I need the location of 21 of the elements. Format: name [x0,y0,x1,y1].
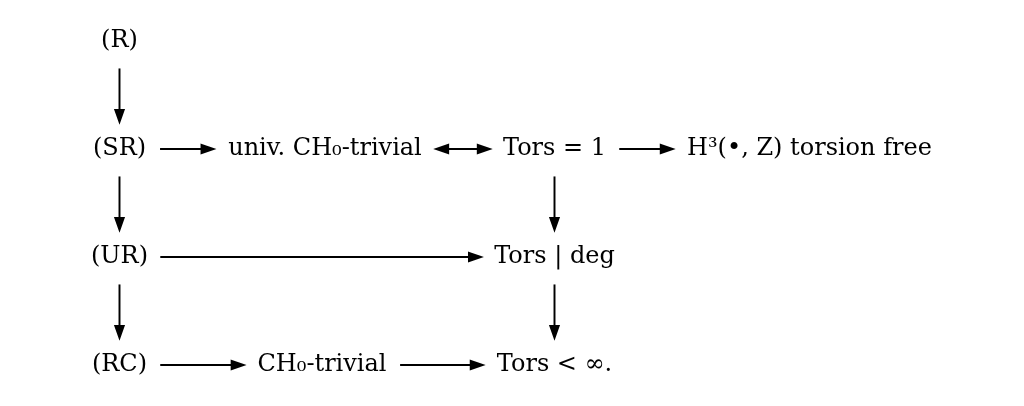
node-text: univ. CH₀-trivial [227,132,422,161]
arrow [398,359,486,371]
node-text: (R) [100,24,138,53]
arrow [113,67,125,125]
arrow [548,283,560,341]
node-text: (RC) [91,348,147,377]
node-text: (UR) [90,240,148,269]
arrow [548,175,560,233]
node-text: Tors < ∞. [496,348,612,377]
node-text: H³(•, Z) torsion free [686,132,932,161]
arrow [432,143,493,155]
arrow [158,251,484,263]
arrow [113,175,125,233]
node-text: CH₀-trivial [256,348,387,377]
arrow [113,283,125,341]
node-text: Tors | deg [493,240,615,269]
arrow [158,143,216,155]
node-text: Tors = 1 [502,132,606,161]
node-text: (SR) [92,132,146,161]
arrow [617,143,676,155]
arrow [158,359,247,371]
